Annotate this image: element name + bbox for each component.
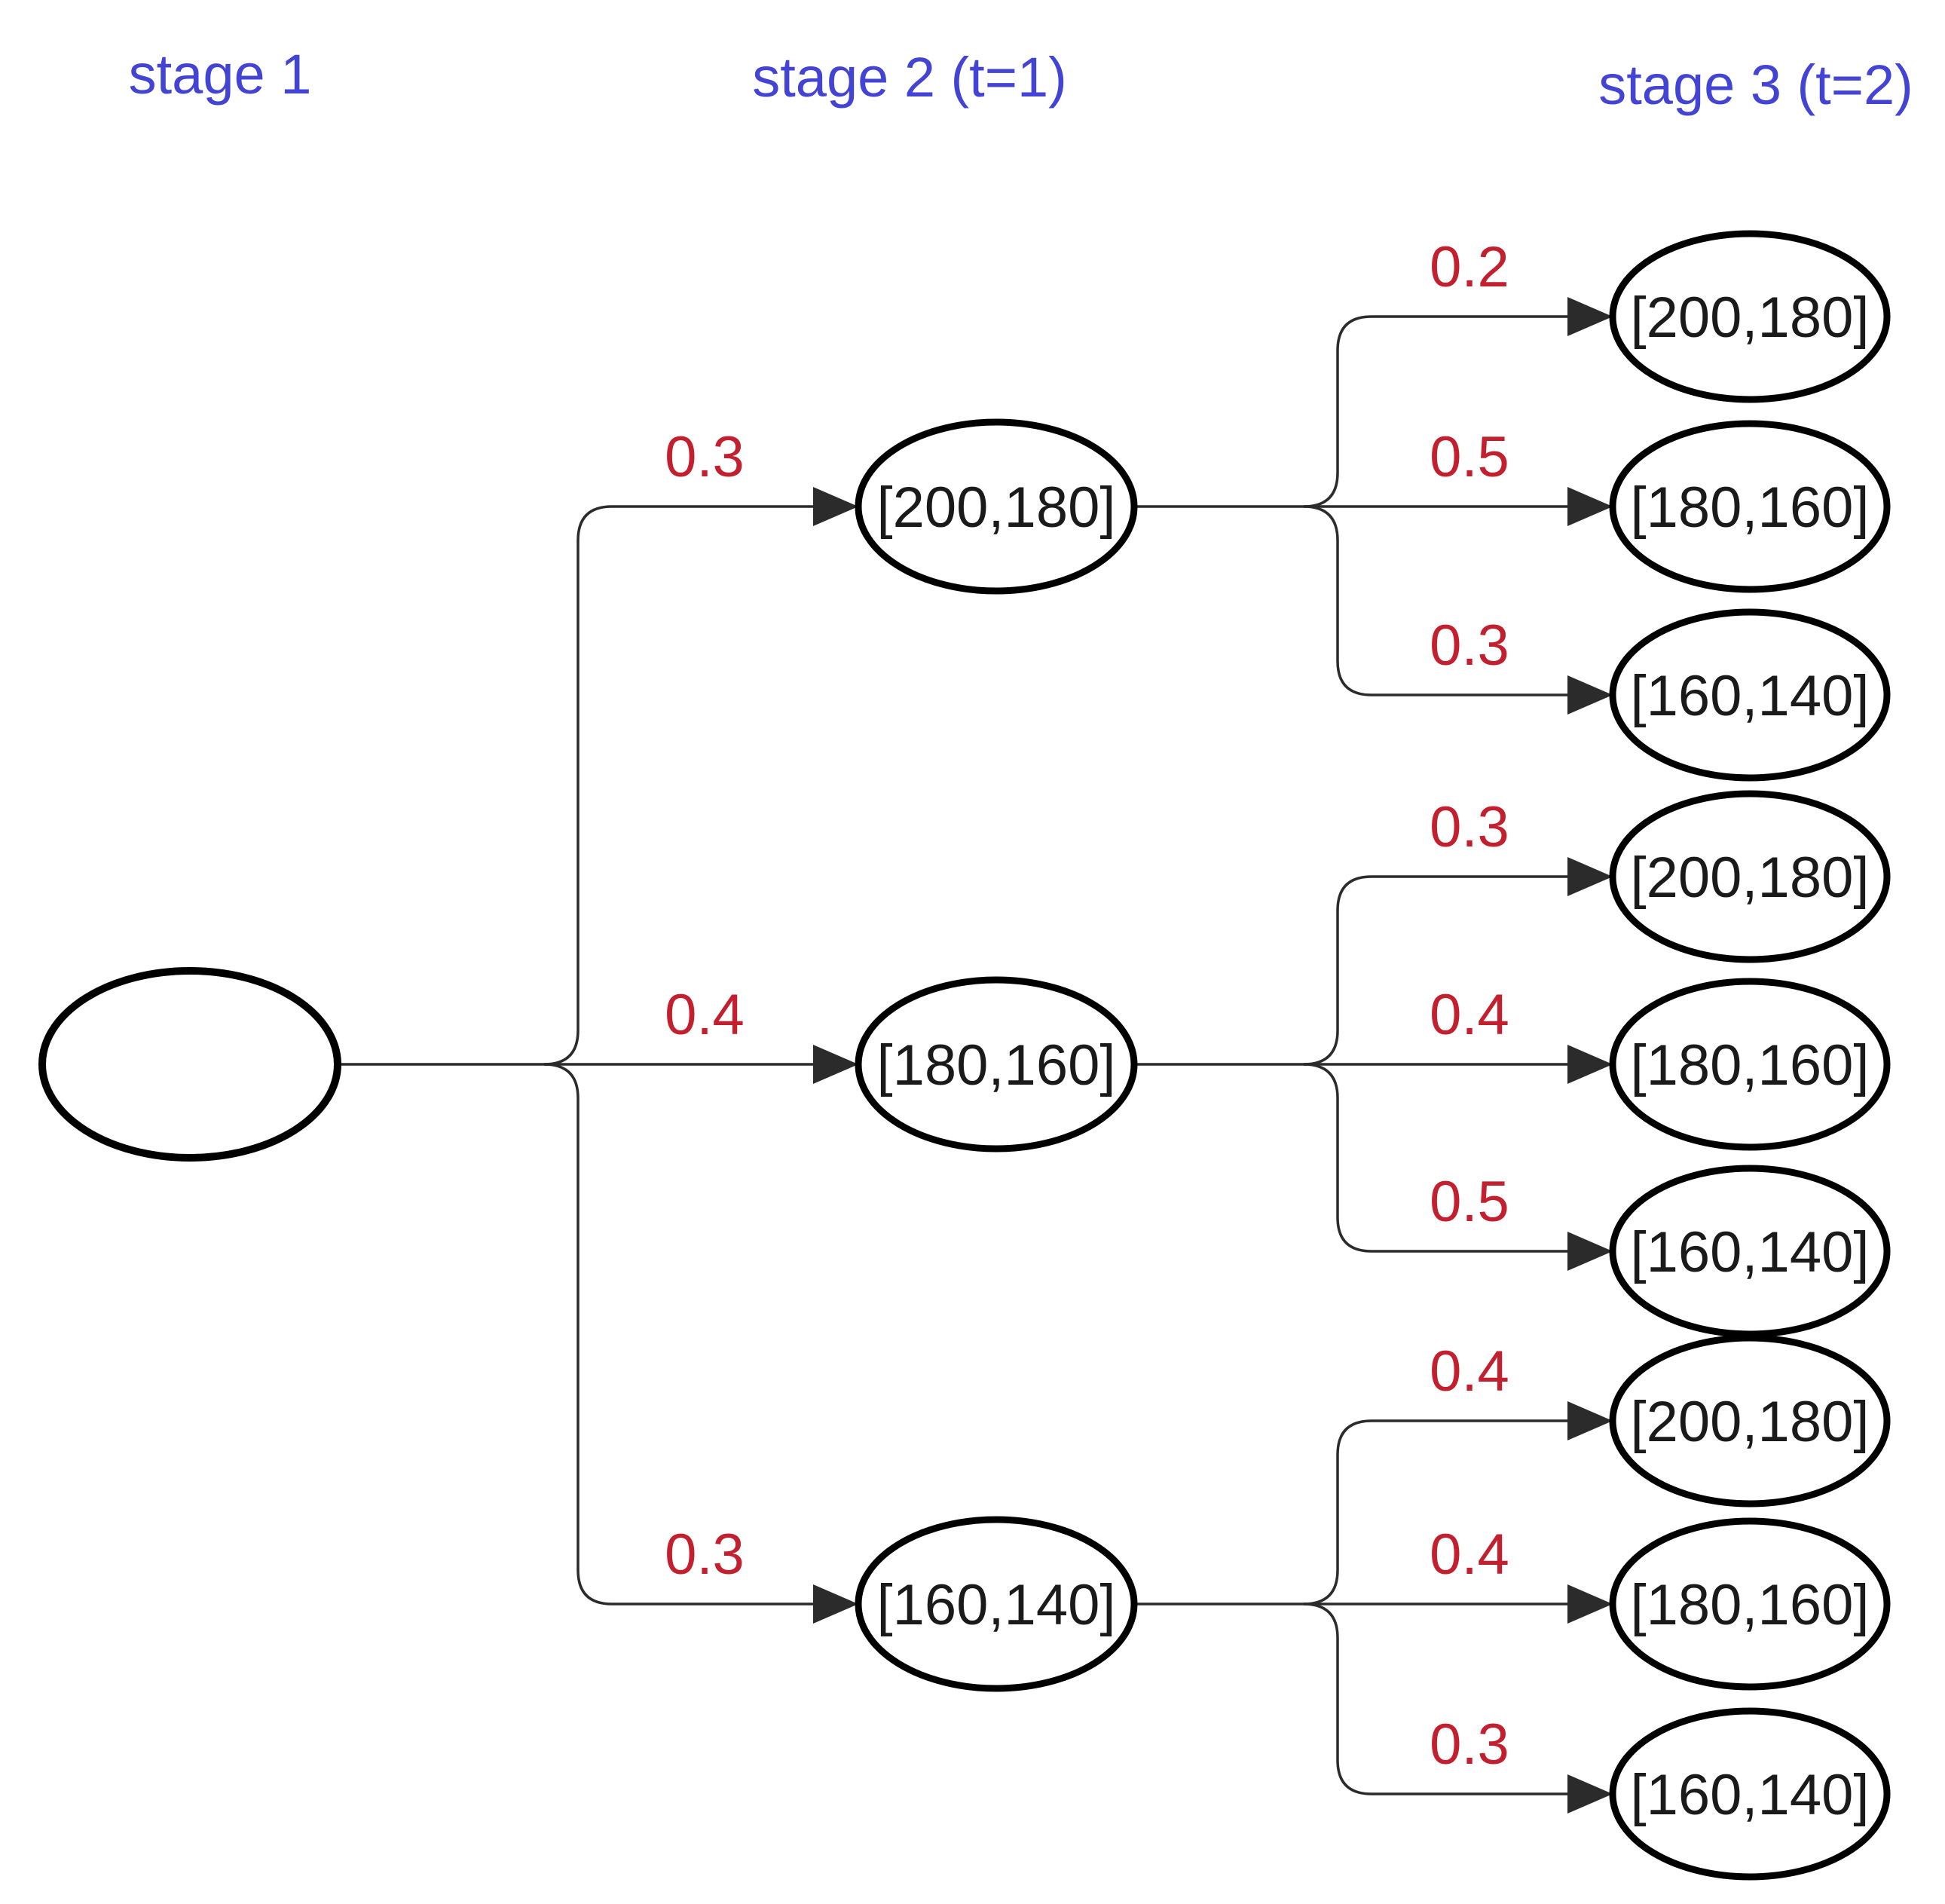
stage2-node-2 [855, 1516, 1138, 1692]
stage3-node-label-8: [160,140] [1631, 1763, 1870, 1827]
branch-0-edge-bottom [1303, 505, 1572, 696]
root-arrowhead-2 [813, 1584, 858, 1624]
branch-2-edge-top [1303, 1419, 1572, 1606]
branch-1-arrowhead-1 [1567, 1045, 1613, 1084]
stage3-node-4 [1609, 978, 1891, 1151]
stage3-node-7 [1609, 1517, 1891, 1691]
header-stage-1: stage 1 [128, 43, 312, 106]
header-stage-2: stage 2 (t=1) [752, 46, 1067, 109]
branch-0-arrowhead-1 [1567, 487, 1613, 526]
branch-2-arrowhead-2 [1567, 1774, 1613, 1814]
stage3-node-label-4: [180,160] [1631, 1033, 1870, 1097]
stage3-node-6 [1609, 1334, 1891, 1508]
root-edge-bottom [543, 1063, 818, 1606]
branch-0-edge-top [1303, 315, 1572, 508]
branch-1-edge-top [1303, 875, 1572, 1066]
stage3-node-label-6: [200,180] [1631, 1390, 1870, 1454]
branch-0-arrowhead-0 [1567, 297, 1613, 336]
stage3-node-3 [1609, 790, 1891, 963]
root-probability-label-0: 0.3 [665, 425, 745, 489]
branch-2-arrowhead-0 [1567, 1401, 1613, 1440]
branch-1-probability-label-0: 0.3 [1430, 795, 1509, 859]
stage3-node-label-0: [200,180] [1631, 286, 1870, 350]
branch-1-arrowhead-2 [1567, 1232, 1613, 1271]
root-edge-top [543, 505, 818, 1066]
stage3-node-0 [1609, 230, 1891, 403]
stage2-node-label-0: [200,180] [877, 476, 1116, 540]
stage2-node-1 [855, 976, 1138, 1153]
branch-1-probability-label-1: 0.4 [1430, 983, 1509, 1047]
branch-2-arrowhead-1 [1567, 1584, 1613, 1624]
root-probability-label-1: 0.4 [665, 983, 745, 1047]
branch-2-probability-label-0: 0.4 [1430, 1339, 1509, 1404]
stage2-node-0 [855, 418, 1138, 595]
branch-0-probability-label-0: 0.2 [1430, 235, 1509, 299]
branch-0-probability-label-1: 0.5 [1430, 425, 1509, 489]
header-stage-3: stage 3 (t=2) [1598, 54, 1913, 116]
root-probability-label-2: 0.3 [665, 1523, 745, 1587]
branch-1-probability-label-2: 0.5 [1430, 1170, 1509, 1234]
branch-1-edge-bottom [1303, 1063, 1572, 1253]
root-node [38, 967, 341, 1162]
root-arrowhead-1 [813, 1045, 858, 1084]
stage3-node-1 [1609, 420, 1891, 593]
stage3-node-label-7: [180,160] [1631, 1573, 1870, 1637]
root-arrowhead-0 [813, 487, 858, 526]
stage3-node-8 [1609, 1707, 1891, 1881]
branch-0-arrowhead-2 [1567, 675, 1613, 715]
stage2-node-label-1: [180,160] [877, 1033, 1116, 1097]
stage3-node-label-5: [160,140] [1631, 1220, 1870, 1284]
stage3-node-5 [1609, 1165, 1891, 1338]
stage3-node-2 [1609, 608, 1891, 782]
branch-2-edge-bottom [1303, 1602, 1572, 1795]
branch-0-probability-label-2: 0.3 [1430, 614, 1509, 678]
stage3-node-label-1: [180,160] [1631, 476, 1870, 540]
branch-2-probability-label-2: 0.3 [1430, 1713, 1509, 1777]
stage3-node-label-3: [200,180] [1631, 846, 1870, 910]
stage3-node-label-2: [160,140] [1631, 664, 1870, 728]
branch-2-probability-label-1: 0.4 [1430, 1523, 1509, 1587]
branch-1-arrowhead-0 [1567, 857, 1613, 896]
stage2-node-label-2: [160,140] [877, 1573, 1116, 1637]
